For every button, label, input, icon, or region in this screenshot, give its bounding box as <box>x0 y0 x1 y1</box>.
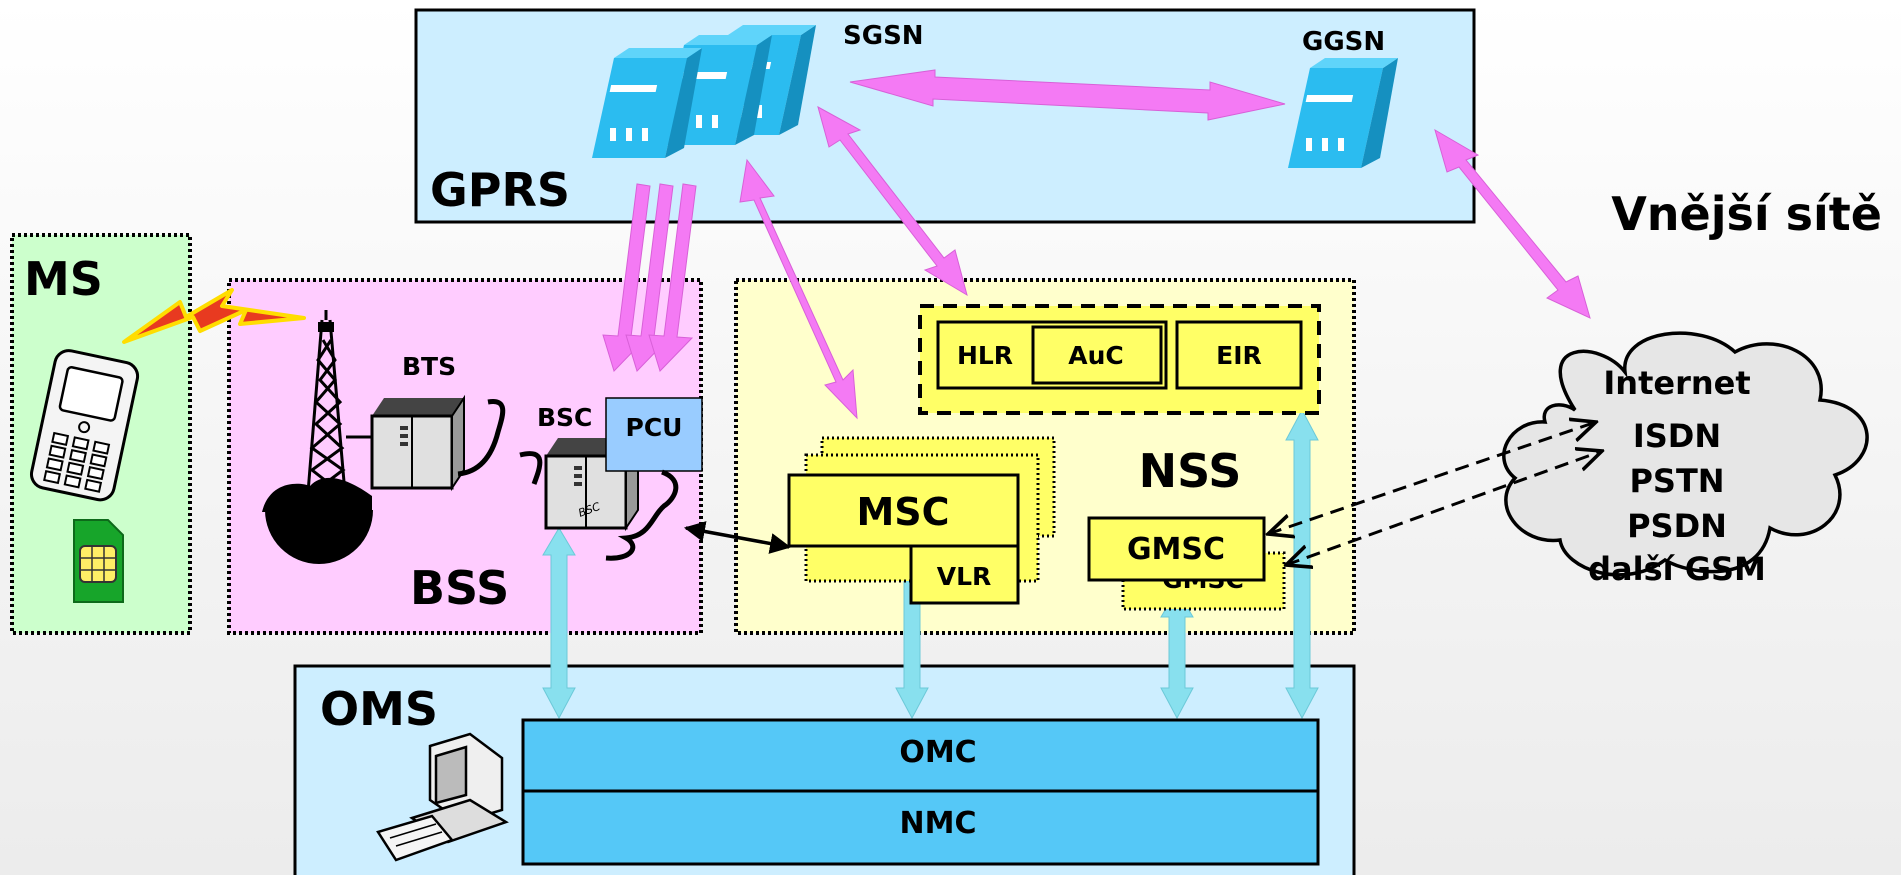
eir-box <box>1175 320 1303 390</box>
a-interface-curve <box>605 469 679 561</box>
bts-label: BTS <box>402 352 456 381</box>
bsc-omc-link <box>542 527 576 720</box>
msc-label: MSC <box>856 490 949 534</box>
bsc-cabinet-icon: BSC <box>544 436 640 530</box>
ggsn-label: GGSN <box>1302 27 1385 57</box>
pcu-label: PCU <box>626 413 683 442</box>
msc-sgsn-link <box>739 158 858 420</box>
auc-box <box>1031 325 1163 385</box>
external-network-psdn: PSDN <box>1627 507 1727 545</box>
ggsn-internet-link <box>1434 128 1591 319</box>
oms-zone-label: OMS <box>320 682 438 736</box>
external-network-pstn: PSTN <box>1629 462 1724 500</box>
nmc-box <box>521 789 1320 866</box>
abis-curve-2 <box>519 451 543 485</box>
computer-workstation-icon <box>376 732 509 862</box>
hlr-label: HLR <box>957 341 1013 370</box>
external-network-internet: Internet <box>1603 364 1750 402</box>
sgsn-ggsn-link <box>849 69 1286 121</box>
auc-label: AuC <box>1068 341 1124 370</box>
external-networks-label: Vnější sítě <box>1611 187 1882 241</box>
gmsc-box <box>1087 516 1266 582</box>
abis-curve-1 <box>457 399 506 477</box>
gprs-zone-label: GPRS <box>430 163 570 217</box>
lightning-icon <box>122 288 306 344</box>
external-network-isdn: ISDN <box>1633 417 1721 455</box>
bss-zone-label: BSS <box>410 561 509 615</box>
nmc-label: NMC <box>900 806 977 841</box>
gmsc-external-link-2 <box>1286 451 1602 565</box>
nss-zone-label: NSS <box>1139 444 1242 498</box>
sgsn-hlr-link <box>817 105 968 297</box>
bts-cabinet-icon <box>370 396 466 490</box>
mobile-phone-icon <box>29 349 140 502</box>
external-network-dalsi-gsm: další GSM <box>1588 550 1766 588</box>
ms-zone-label: MS <box>24 252 103 306</box>
omc-label: OMC <box>899 735 976 770</box>
gprs-links <box>602 69 1591 420</box>
vlr-label: VLR <box>937 562 992 591</box>
gmsc-omc-link <box>1160 589 1194 720</box>
sim-card-icon <box>73 519 124 603</box>
gmsc-label: GMSC <box>1127 532 1225 567</box>
bsc-msc-link <box>683 521 792 554</box>
pcu-box <box>605 397 703 472</box>
bsc-sgsn-link-3 <box>648 183 697 372</box>
msc-box <box>787 473 1020 548</box>
sgsn-label: SGSN <box>843 21 924 51</box>
antenna-tower-icon <box>262 310 373 564</box>
bsc-label: BSC <box>537 403 592 432</box>
gprs-zone <box>414 8 1476 224</box>
eir-label: EIR <box>1216 341 1262 370</box>
